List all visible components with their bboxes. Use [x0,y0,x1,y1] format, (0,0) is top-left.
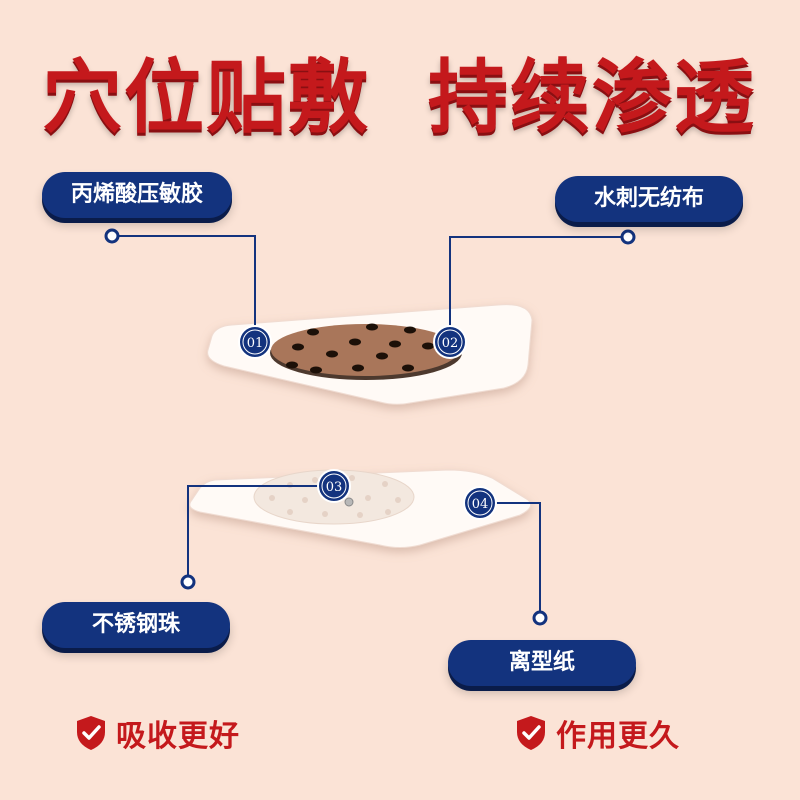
marker-02-number: 02 [442,336,459,351]
marker-01: 01 [238,325,272,359]
headline-right: 持续渗透 [428,50,756,144]
shield-check-icon [517,716,545,750]
callout-label-spunlace-nonwoven: 水刺无纺布 [555,176,743,222]
steel-bead-dots [286,323,434,374]
callout-label-acrylic-adhesive: 丙烯酸压敏胶 [42,172,232,218]
marker-01-number: 01 [247,336,264,351]
benefit-longer-effect: 作用更久 [514,710,680,756]
steel-bead [344,497,354,507]
liner-dots [269,475,401,518]
headline-left: 穴位贴敷 [42,50,370,144]
release-liner-patch [189,469,532,548]
callout-label-steel-bead: 不锈钢珠 [42,602,230,648]
marker-03-number: 03 [326,480,343,495]
benefit-better-absorption: 吸收更好 [74,710,240,756]
benefit-label: 作用更久 [556,719,680,754]
active-ingredient-layer [271,324,459,376]
marker-04: 04 [463,486,497,520]
marker-04-number: 04 [472,497,489,512]
marker-02: 02 [433,325,467,359]
shield-check-icon [77,716,105,750]
leader-endpoints [104,228,636,626]
benefit-label: 吸收更好 [116,719,240,754]
leader-lines [112,235,628,618]
callout-label-release-paper: 离型纸 [448,640,636,686]
marker-03: 03 [317,469,351,503]
